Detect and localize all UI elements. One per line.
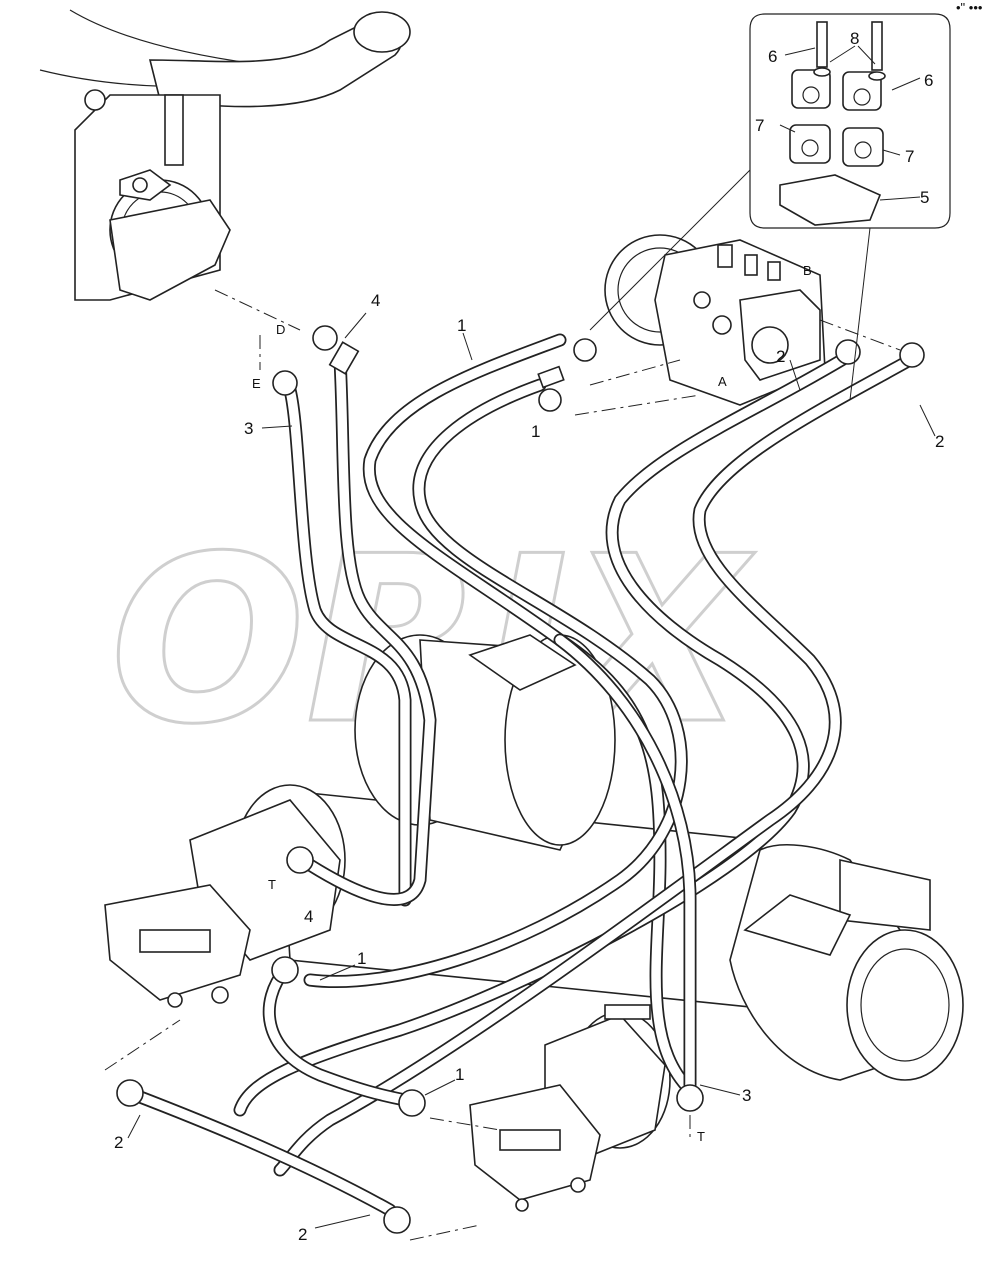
callout-clamp-7: 7 bbox=[755, 116, 764, 135]
callout-clamp-6: 6 bbox=[768, 47, 777, 66]
leader-lines bbox=[127, 45, 936, 1229]
callout-bolt-8: 8 bbox=[850, 29, 859, 48]
control-valve bbox=[604, 234, 826, 406]
hose-3-long bbox=[553, 633, 697, 1097]
port-label-b: B bbox=[803, 263, 812, 278]
callout-hose-3: 3 bbox=[244, 419, 253, 438]
callout-hose-4: 4 bbox=[304, 907, 313, 926]
port-label-d: D bbox=[276, 322, 285, 337]
hose-2-right-a bbox=[233, 348, 857, 1117]
routing-lines bbox=[104, 289, 901, 1241]
port-label-e: E bbox=[252, 376, 261, 391]
callout-hose-2: 2 bbox=[298, 1225, 307, 1244]
port-label-a: A bbox=[718, 374, 727, 389]
callout-hose-2: 2 bbox=[935, 432, 944, 451]
corner-mark: •" ••• bbox=[956, 0, 983, 15]
callout-hose-2: 2 bbox=[776, 347, 785, 366]
port-label-t: T bbox=[268, 877, 276, 892]
motor-left bbox=[104, 784, 346, 1008]
callout-hose-3: 3 bbox=[742, 1086, 751, 1105]
callout-hose-4: 4 bbox=[371, 291, 380, 310]
hose-3-left bbox=[283, 383, 412, 907]
motor-right bbox=[469, 1004, 671, 1212]
clamp-inset bbox=[589, 13, 951, 401]
callout-clamp-7: 7 bbox=[905, 147, 914, 166]
callout-hose-1: 1 bbox=[457, 316, 466, 335]
tank-assembly bbox=[39, 9, 411, 301]
port-label-t: T bbox=[697, 1129, 705, 1144]
callout-clamp-6: 6 bbox=[924, 71, 933, 90]
hose-fittings bbox=[116, 325, 925, 1234]
hose-2-bottom bbox=[128, 1088, 397, 1217]
callout-hose-2: 2 bbox=[114, 1133, 123, 1152]
hose-4-left bbox=[303, 353, 437, 906]
callout-clamp-5: 5 bbox=[920, 188, 929, 207]
callout-hose-1: 1 bbox=[531, 422, 540, 441]
hose-1-mid bbox=[303, 378, 688, 989]
callout-hose-1: 1 bbox=[455, 1065, 464, 1084]
hose-1-bottom bbox=[262, 963, 412, 1107]
callout-hose-1: 1 bbox=[357, 949, 366, 968]
